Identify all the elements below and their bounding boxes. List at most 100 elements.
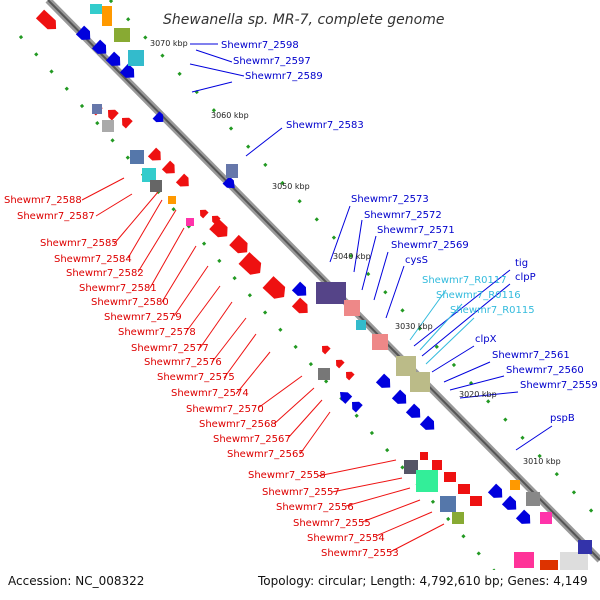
gene-label[interactable]: Shewmr7_2577 <box>131 343 209 354</box>
gene-label[interactable]: Shewmr7_2574 <box>171 388 249 399</box>
gene-label[interactable]: Shewmr7_2597 <box>233 56 311 67</box>
gene-label[interactable]: clpP <box>515 272 536 283</box>
feature-block <box>372 334 388 350</box>
feature-block <box>356 320 366 330</box>
gene-label[interactable]: Shewmr7_2581 <box>79 283 157 294</box>
gene-label[interactable]: clpX <box>475 334 497 345</box>
gene-label[interactable]: Shewmr7_2554 <box>307 533 385 544</box>
gene-label[interactable]: Shewmr7_2570 <box>186 404 264 415</box>
tick-label: 3040 kbp <box>333 252 371 261</box>
footer-bg <box>0 570 600 600</box>
leader-line <box>425 317 475 365</box>
gene-arrow <box>340 392 353 404</box>
gene-label[interactable]: Shewmr7_2555 <box>293 518 371 529</box>
leader-line <box>245 127 283 157</box>
gene-arrow <box>108 109 119 121</box>
feature-block <box>396 356 416 376</box>
gene-arrow <box>291 281 307 296</box>
gene-label[interactable]: Shewmr7_2580 <box>91 297 169 308</box>
gene-label[interactable]: Shewmr7_2553 <box>321 548 399 559</box>
gene-arrow <box>291 297 308 314</box>
leader-line <box>223 333 257 379</box>
gene-label[interactable]: Shewmr7_2567 <box>213 434 291 445</box>
gene-arrow <box>229 234 248 254</box>
leader-line <box>375 511 433 537</box>
leader-line <box>419 303 463 351</box>
gene-label[interactable]: cysS <box>405 255 428 266</box>
feature-block <box>404 460 418 474</box>
gene-arrow <box>405 403 421 418</box>
gene-label[interactable]: Shewmr7_2565 <box>227 449 305 460</box>
gene-label[interactable]: Shewmr7_2583 <box>286 120 364 131</box>
accession-text: Accession: NC_008322 <box>8 574 144 588</box>
gene-label[interactable]: Shewmr7_2558 <box>248 470 326 481</box>
gene-label[interactable]: Shewmr7_2559 <box>520 380 598 391</box>
feature-block <box>444 472 456 482</box>
gene-arrow <box>336 359 345 369</box>
gene-label[interactable]: Shewmr7_2561 <box>492 350 570 361</box>
gene-label[interactable]: Shewmr7_2569 <box>391 240 469 251</box>
gene-arrow <box>209 218 228 238</box>
gene-arrow <box>262 276 286 299</box>
gene-label[interactable]: Shewmr7_2557 <box>262 487 340 498</box>
gene-arrow <box>391 389 407 404</box>
gene-label[interactable]: Shewmr7_2560 <box>506 365 584 376</box>
gene-label[interactable]: Shewmr7_R0117 <box>422 275 507 286</box>
feature-block <box>318 368 330 380</box>
gene-arrow <box>501 495 517 510</box>
feature-block <box>142 168 156 182</box>
gene-arrow <box>105 51 121 66</box>
gene-label[interactable]: Shewmr7_2585 <box>40 238 118 249</box>
gene-label[interactable]: pspB <box>550 413 575 424</box>
gene-label[interactable]: Shewmr7_2588 <box>4 195 82 206</box>
gene-label[interactable]: Shewmr7_2589 <box>245 71 323 82</box>
feature-block <box>186 218 194 226</box>
gene-arrow <box>161 160 175 174</box>
leader-line <box>273 387 315 425</box>
leader-line <box>235 351 271 395</box>
feature-block <box>344 300 360 316</box>
gene-label[interactable]: Shewmr7_2582 <box>66 268 144 279</box>
leader-line <box>443 361 491 383</box>
gene-label[interactable]: Shewmr7_2579 <box>104 312 182 323</box>
feature-block <box>578 540 592 554</box>
gene-label[interactable]: Shewmr7_2573 <box>351 194 429 205</box>
gene-label[interactable]: Shewmr7_2576 <box>144 357 222 368</box>
gene-label[interactable]: Shewmr7_2578 <box>118 327 196 338</box>
leader-line <box>161 245 197 303</box>
gene-label[interactable]: tig <box>515 258 528 269</box>
leader-line <box>515 425 553 451</box>
gene-label[interactable]: Shewmr7_2575 <box>157 372 235 383</box>
gene-arrow <box>346 371 355 381</box>
feature-block <box>526 492 540 506</box>
feature-block <box>102 120 114 132</box>
feature-block <box>514 552 534 568</box>
gene-label[interactable]: Shewmr7_2587 <box>17 211 95 222</box>
gene-label[interactable]: Shewmr7_2584 <box>54 254 132 265</box>
gene-label[interactable]: Shewmr7_2598 <box>221 40 299 51</box>
gene-arrow <box>119 63 135 78</box>
gene-label[interactable]: Shewmr7_R0116 <box>436 290 521 301</box>
gene-arrow <box>200 209 209 219</box>
leader-line <box>113 191 159 245</box>
feature-block <box>90 4 102 14</box>
gene-label[interactable]: Shewmr7_2572 <box>364 210 442 221</box>
feature-block <box>510 480 520 490</box>
feature-block <box>316 282 346 304</box>
feature-block <box>452 512 464 524</box>
feature-block <box>420 452 428 460</box>
gene-label[interactable]: Shewmr7_2568 <box>199 419 277 430</box>
leader-line <box>191 81 233 93</box>
leader-line <box>409 289 447 341</box>
leader-line <box>173 265 209 317</box>
feature-block <box>102 6 112 26</box>
gene-label[interactable]: Shewmr7_R0115 <box>450 305 535 316</box>
leader-line <box>413 269 511 347</box>
gene-arrow <box>147 147 161 161</box>
leader-line <box>331 477 403 493</box>
tick-label: 3030 kbp <box>395 322 433 331</box>
feature-block <box>470 496 482 506</box>
gene-label[interactable]: Shewmr7_2571 <box>377 225 455 236</box>
gene-label[interactable]: Shewmr7_2556 <box>276 502 354 513</box>
